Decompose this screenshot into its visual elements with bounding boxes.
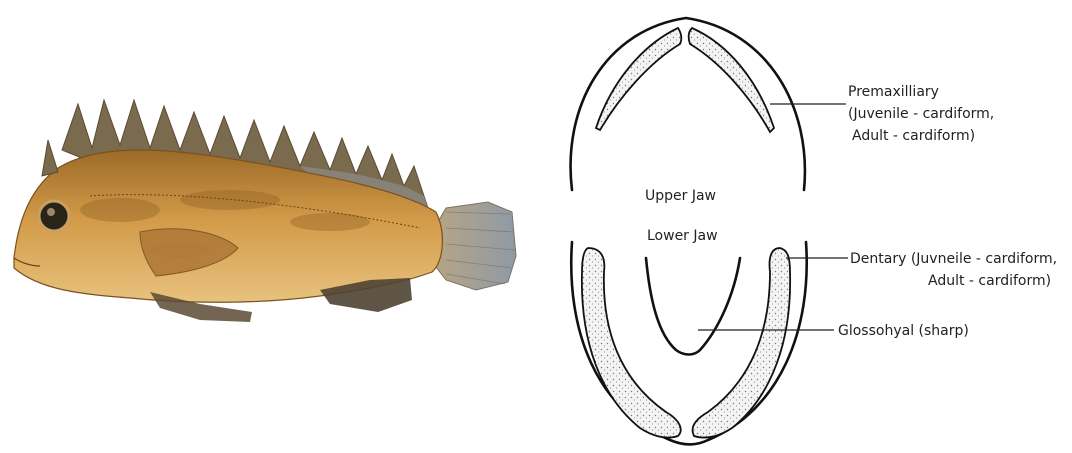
- fish-photograph: [14, 100, 516, 322]
- premaxilliary-label-line-1: Premaxilliary: [848, 84, 939, 100]
- premaxilliary-label-line-2: (Juvenile - cardiform,: [848, 106, 994, 122]
- lower-left-tooth-band: [582, 248, 681, 438]
- dentary-label-line-1: Dentary (Juvneile - cardiform,: [850, 251, 1057, 267]
- upper-jaw-label: Upper Jaw: [645, 188, 716, 204]
- premaxilliary-label: Premaxilliary (Juvenile - cardiform, Adu…: [848, 84, 999, 144]
- lower-jaw-label: Lower Jaw: [647, 228, 718, 244]
- dentary-label: Dentary (Juvneile - cardiform, Adult - c…: [850, 251, 1062, 289]
- fish-eye: [39, 201, 69, 231]
- glossohyal: [646, 258, 740, 355]
- upper-right-tooth-band: [689, 28, 774, 132]
- premaxilliary-label-line-3: Adult - cardiform): [852, 128, 975, 144]
- glossohyal-label: Glossohyal (sharp): [838, 323, 969, 339]
- jaw-diagram: Upper Jaw Lower Jaw Premaxilliary (Juven…: [571, 18, 1062, 445]
- upper-left-tooth-band: [596, 28, 681, 130]
- dentary-label-line-2: Adult - cardiform): [928, 273, 1051, 289]
